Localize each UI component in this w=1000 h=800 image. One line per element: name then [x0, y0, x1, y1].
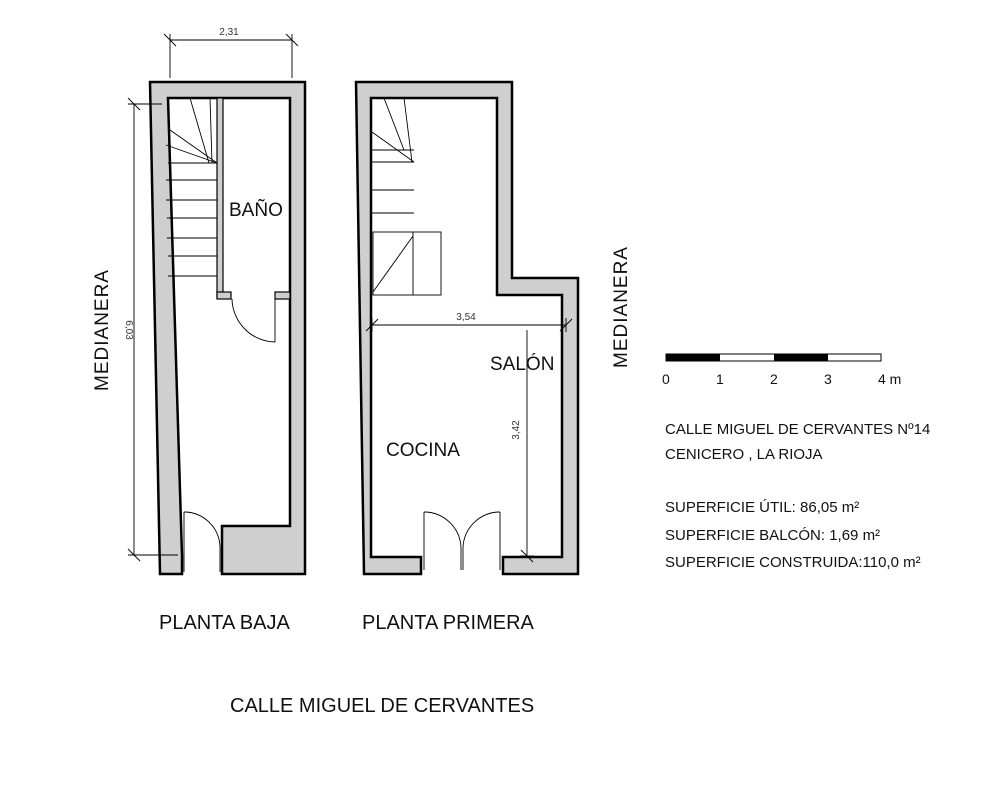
planta-baja-walls: [148, 80, 307, 576]
medianera-left-label: MEDIANERA: [92, 269, 113, 391]
planta-primera-walls: [354, 80, 580, 576]
dim-top-width: 2,31: [163, 27, 299, 78]
property-info: CALLE MIGUEL DE CERVANTES Nº14 CENICERO …: [665, 421, 930, 571]
scale-tick-0: 0: [662, 371, 670, 387]
room-salon-label: SALÓN: [490, 353, 554, 375]
dim-inner-height-label: 3,42: [511, 420, 522, 440]
planta-baja-entrance-door: [183, 511, 221, 572]
room-cocina-label: COCINA: [386, 440, 460, 461]
street-title: CALLE MIGUEL DE CERVANTES: [230, 695, 534, 717]
planta-primera-stairs: [371, 97, 442, 296]
bano-door-swing: [231, 298, 276, 343]
scale-tick-1: 1: [716, 371, 724, 387]
planta-baja-plan: [148, 80, 307, 576]
planta-baja-title: PLANTA BAJA: [159, 612, 290, 634]
dim-left-height-label: 6,03: [123, 320, 134, 340]
superficie-balcon: SUPERFICIE BALCÓN: 1,69 m²: [665, 527, 880, 544]
room-bano-label: BAÑO: [229, 199, 283, 221]
planta-primera-double-door: [423, 511, 501, 570]
dim-inner-height: 3,42: [511, 330, 534, 563]
planta-primera-plan: [354, 80, 580, 576]
superficie-util: SUPERFICIE ÚTIL: 86,05 m²: [665, 499, 859, 516]
address-line-1: CALLE MIGUEL DE CERVANTES Nº14: [665, 421, 930, 438]
dim-inner-width-label: 3,54: [456, 312, 476, 323]
bano-left-wall: [216, 97, 224, 299]
bano-bottom-wall-right: [274, 291, 291, 300]
superficie-construida: SUPERFICIE CONSTRUIDA:110,0 m²: [665, 554, 921, 571]
planta-primera-title: PLANTA PRIMERA: [362, 612, 535, 634]
bano-bottom-wall-left: [216, 291, 232, 300]
dim-inner-width: 3,54: [365, 312, 573, 332]
dim-top-width-label: 2,31: [219, 27, 239, 38]
dim-left-height: 6,03: [123, 97, 178, 562]
planta-baja-stairs: [165, 97, 218, 277]
medianera-right-label: MEDIANERA: [611, 246, 632, 368]
scale-tick-3: 3: [824, 371, 832, 387]
scale-tick-2: 2: [770, 371, 778, 387]
scale-bar: 0 1 2 3 4 m: [662, 353, 901, 387]
address-line-2: CENICERO , LA RIOJA: [665, 446, 823, 463]
scale-tick-4: 4 m: [878, 371, 901, 387]
